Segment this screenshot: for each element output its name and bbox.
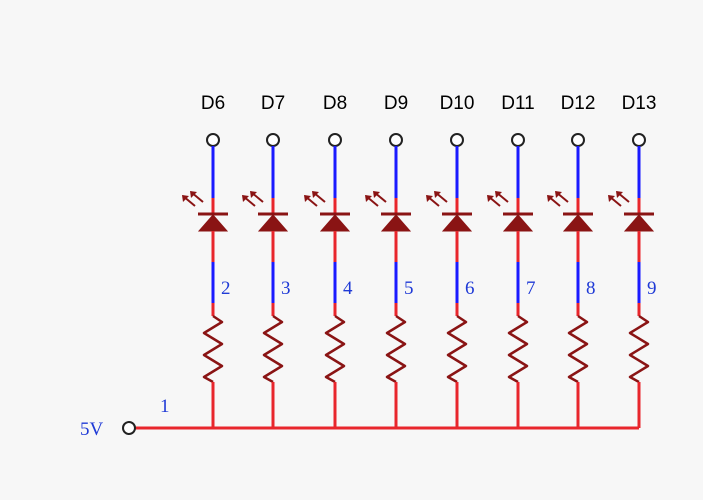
supply-terminal-icon[interactable]: [122, 421, 136, 435]
led-icon: [608, 191, 655, 232]
pin-label: D9: [384, 93, 408, 114]
channel-d13: D13 9: [608, 93, 657, 428]
terminal-icon[interactable]: [632, 133, 646, 147]
pin-label: D8: [323, 93, 347, 114]
resistor-icon: [262, 314, 284, 384]
net-number: 3: [281, 278, 291, 299]
led-icon: [304, 191, 351, 232]
net-number: 6: [465, 278, 475, 299]
led-icon: [365, 191, 412, 232]
net-number: 8: [586, 278, 596, 299]
pin-label: D10: [440, 93, 475, 114]
supply: 5V 1: [80, 396, 170, 440]
net-number: 2: [221, 278, 231, 299]
net-number: 4: [343, 278, 353, 299]
resistor-icon: [446, 314, 468, 384]
led-icon: [547, 191, 594, 232]
channel-d10: D10 6: [426, 93, 475, 428]
channel-d7: D7 3: [242, 93, 291, 428]
terminal-icon[interactable]: [571, 133, 585, 147]
terminal-icon[interactable]: [389, 133, 403, 147]
led-icon: [242, 191, 289, 232]
resistor-icon: [567, 314, 589, 384]
pin-label: D11: [501, 93, 534, 114]
resistor-icon: [324, 314, 346, 384]
led-icon: [426, 191, 473, 232]
pin-label: D13: [622, 93, 657, 114]
resistor-icon: [507, 314, 529, 384]
channel-d6: D6 2: [182, 93, 231, 428]
pin-label: D7: [261, 93, 285, 114]
terminal-icon[interactable]: [328, 133, 342, 147]
terminal-icon[interactable]: [450, 133, 464, 147]
terminal-icon[interactable]: [266, 133, 280, 147]
resistor-icon: [628, 314, 650, 384]
channel-d12: D12 8: [547, 93, 596, 428]
channel-d8: D8 4: [304, 93, 353, 428]
channels: D6 2 D7 3 D8 4 D9 5 D10 6 D11 7 D12 8 D13 9: [182, 93, 657, 428]
pin-label: D12: [561, 93, 596, 114]
channel-d11: D11 7: [487, 93, 536, 428]
net-number: 5: [404, 278, 414, 299]
terminal-icon[interactable]: [206, 133, 220, 147]
led-icon: [182, 191, 229, 232]
supply-label: 5V: [80, 419, 104, 440]
supply-net-number: 1: [160, 396, 170, 417]
net-number: 7: [526, 278, 536, 299]
resistor-icon: [385, 314, 407, 384]
terminal-icon[interactable]: [511, 133, 525, 147]
net-number: 9: [647, 278, 657, 299]
led-icon: [487, 191, 534, 232]
pin-label: D6: [201, 93, 225, 114]
channel-d9: D9 5: [365, 93, 414, 428]
resistor-icon: [202, 314, 224, 384]
